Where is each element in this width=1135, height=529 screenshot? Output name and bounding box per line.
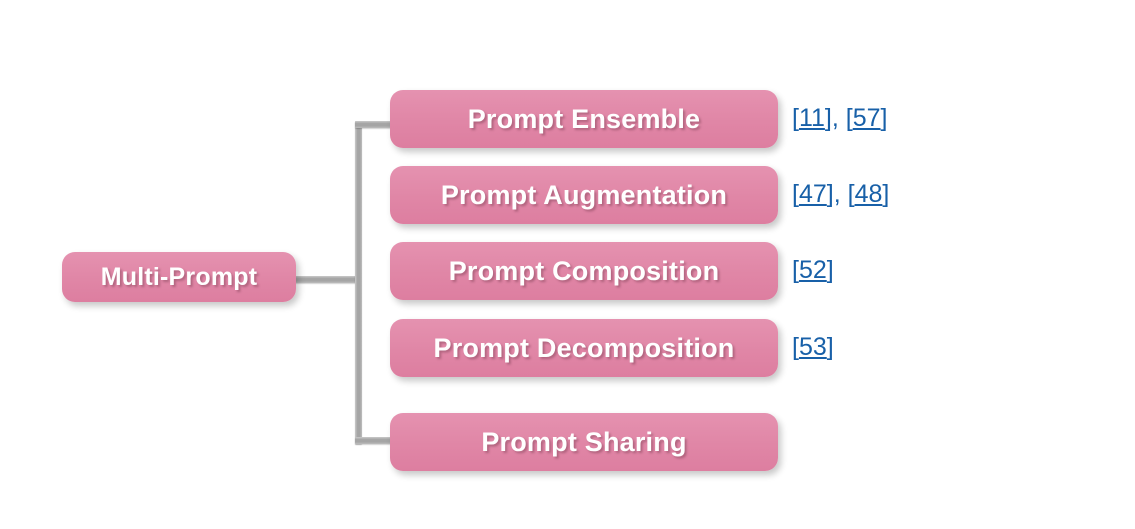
node-label-root: Multi-Prompt bbox=[100, 262, 258, 291]
citation-separator: ], [ bbox=[824, 104, 853, 132]
node-prompt-augmentation[interactable]: Prompt Augmentation bbox=[390, 166, 778, 224]
citation-prompt-augmentation[interactable]: [47], [48] bbox=[792, 180, 889, 209]
connector-vertical-spine bbox=[355, 121, 362, 444]
citation-prompt-decomposition[interactable]: [53] bbox=[792, 333, 834, 362]
citation-ref-57[interactable]: 57 bbox=[852, 104, 881, 132]
citation-prompt-composition[interactable]: [52] bbox=[792, 256, 834, 285]
citation-bracket-open: [ bbox=[792, 104, 799, 132]
connector-branch-bottom bbox=[355, 437, 397, 444]
citation-separator: ], [ bbox=[826, 180, 855, 208]
node-label-prompt-decomposition: Prompt Decomposition bbox=[433, 332, 735, 363]
citation-ref-53[interactable]: 53 bbox=[798, 333, 827, 361]
citation-ref-48[interactable]: 48 bbox=[854, 180, 883, 208]
citation-ref-47[interactable]: 47 bbox=[798, 180, 827, 208]
node-multi-prompt[interactable]: Multi-Prompt bbox=[62, 252, 296, 302]
citation-bracket-open: [ bbox=[792, 180, 799, 208]
connector-root-to-spine bbox=[295, 276, 361, 283]
node-prompt-sharing[interactable]: Prompt Sharing bbox=[390, 413, 778, 471]
citation-ref-11[interactable]: 11 bbox=[798, 104, 825, 132]
node-label-prompt-sharing: Prompt Sharing bbox=[481, 426, 687, 457]
node-label-prompt-ensemble: Prompt Ensemble bbox=[467, 103, 701, 134]
citation-ref-52[interactable]: 52 bbox=[798, 256, 827, 284]
node-label-prompt-composition: Prompt Composition bbox=[448, 255, 720, 286]
node-label-prompt-augmentation: Prompt Augmentation bbox=[440, 179, 728, 210]
node-prompt-ensemble[interactable]: Prompt Ensemble bbox=[390, 90, 778, 148]
citation-bracket-close: ] bbox=[882, 180, 890, 208]
connector-branch-top bbox=[355, 121, 397, 128]
citation-bracket-close: ] bbox=[826, 333, 834, 361]
citation-prompt-ensemble[interactable]: [11], [57] bbox=[792, 104, 887, 133]
node-prompt-composition[interactable]: Prompt Composition bbox=[390, 242, 778, 300]
citation-bracket-open: [ bbox=[792, 333, 799, 361]
node-prompt-decomposition[interactable]: Prompt Decomposition bbox=[390, 319, 778, 377]
citation-bracket-close: ] bbox=[880, 104, 888, 132]
citation-bracket-close: ] bbox=[826, 256, 834, 284]
citation-bracket-open: [ bbox=[792, 256, 799, 284]
